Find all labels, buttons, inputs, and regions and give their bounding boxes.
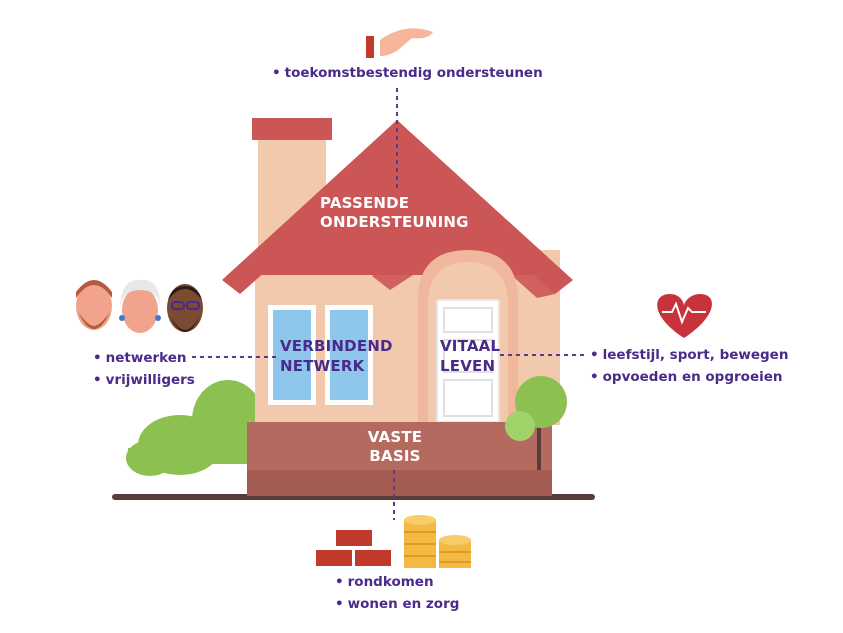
window-icon <box>268 305 373 405</box>
network-label-line-1: VERBINDEND <box>280 337 393 355</box>
left-item-1: vrijwilligers <box>105 372 195 388</box>
bullet: • <box>272 65 281 81</box>
roof-label-line-2: ONDERSTEUNING <box>320 213 469 231</box>
connector-lines <box>192 88 585 520</box>
heart-icon <box>657 294 712 338</box>
bullet: • <box>590 347 599 363</box>
house-base <box>247 422 552 496</box>
bottom-list: •rondkomen •wonen en zorg <box>335 571 459 615</box>
bush-icon <box>126 380 264 476</box>
top-item-0: toekomstbestendig ondersteunen <box>284 65 543 81</box>
list-item: •vrijwilligers <box>93 369 195 391</box>
right-item-0: leefstijl, sport, bewegen <box>602 347 789 363</box>
bullet: • <box>335 574 344 590</box>
network-label: VERBINDEND NETWERK <box>280 336 393 376</box>
people-icon <box>76 279 203 333</box>
right-item-1: opvoeden en opgroeien <box>602 369 783 385</box>
left-list: •netwerken •vrijwilligers <box>93 347 195 391</box>
left-item-0: netwerken <box>105 350 187 366</box>
base-label-line-1: VASTE <box>367 428 423 446</box>
right-list: •leefstijl, sport, bewegen •opvoeden en … <box>590 344 788 388</box>
door-icon <box>418 250 518 425</box>
list-item: •netwerken <box>93 347 195 369</box>
bullet: • <box>335 596 344 612</box>
bullet: • <box>93 350 102 366</box>
vital-label: VITAAL LEVEN <box>440 336 500 376</box>
base-label: VASTE BASIS <box>340 428 450 466</box>
list-item: •wonen en zorg <box>335 593 459 615</box>
bricks-icon <box>316 530 391 566</box>
bullet: • <box>590 369 599 385</box>
list-item: •toekomstbestendig ondersteunen <box>272 62 543 84</box>
bottom-item-0: rondkomen <box>347 574 434 590</box>
vital-label-line-1: VITAAL <box>440 337 501 355</box>
list-item: •leefstijl, sport, bewegen <box>590 344 788 366</box>
roof-label: PASSENDE ONDERSTEUNING <box>320 194 480 232</box>
base-label-line-2: BASIS <box>369 447 421 465</box>
coins-icon <box>404 515 471 568</box>
network-label-line-2: NETWERK <box>280 357 365 375</box>
vital-label-line-2: LEVEN <box>440 357 496 375</box>
list-item: •rondkomen <box>335 571 459 593</box>
roof-label-line-1: PASSENDE <box>320 194 410 212</box>
list-item: •opvoeden en opgroeien <box>590 366 788 388</box>
tree-icon <box>505 376 567 470</box>
top-list: •toekomstbestendig ondersteunen <box>272 62 543 84</box>
hand-icon <box>366 28 433 58</box>
bullet: • <box>93 372 102 388</box>
bottom-item-1: wonen en zorg <box>347 596 460 612</box>
